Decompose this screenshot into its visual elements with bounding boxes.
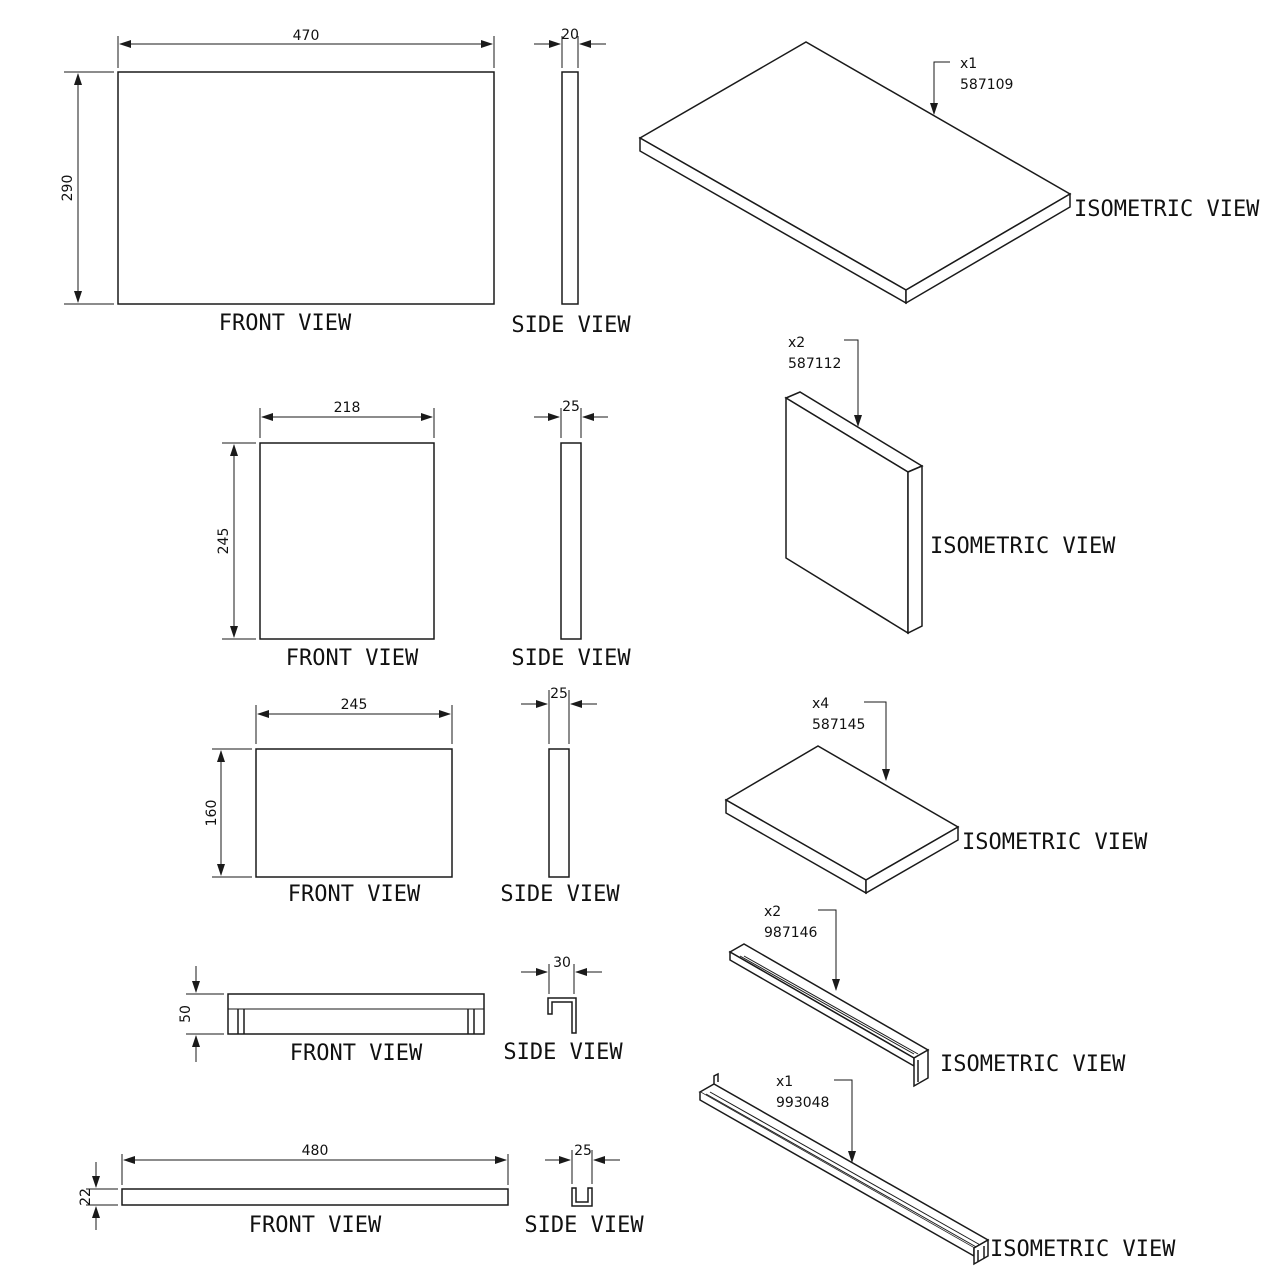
part-1-front-view-label: FRONT VIEW	[219, 311, 352, 336]
part-5-isometric-label: ISOMETRIC VIEW	[990, 1237, 1176, 1262]
part-4-isometric-label: ISOMETRIC VIEW	[940, 1052, 1126, 1077]
part-4-height-dimension: 50	[178, 1005, 194, 1023]
part-3-front-view-label: FRONT VIEW	[288, 882, 421, 907]
part-5-thickness-dimension: 25	[574, 1143, 592, 1159]
part-1-width-dimension: 470	[293, 28, 320, 44]
part-1-isometric-label: ISOMETRIC VIEW	[1074, 197, 1260, 222]
part-5-front-view-label: FRONT VIEW	[249, 1213, 382, 1238]
part-2: 218 245 FRONT VIEW 25 SIDE VIEW x2 58711…	[216, 335, 1116, 671]
part-4-front-view-label: FRONT VIEW	[290, 1041, 423, 1066]
part-3-side-view-label: SIDE VIEW	[500, 882, 620, 907]
part-2-side-view-shape	[560, 442, 582, 640]
part-1-side-view-shape	[561, 71, 579, 305]
part-1-side-view-label: SIDE VIEW	[511, 313, 631, 338]
part-1-quantity: x1	[960, 56, 977, 72]
part-4-front-view-shape	[227, 993, 485, 1035]
part-2-quantity: x2	[788, 335, 805, 351]
part-4-quantity: x2	[764, 904, 781, 920]
part-5: 480 22 FRONT VIEW 25 SIDE VIEW x1 993048…	[78, 1072, 1176, 1266]
part-3-part-number: 587145	[812, 717, 865, 733]
part-3-height-dimension: 160	[204, 800, 220, 827]
part-1-part-number: 587109	[960, 77, 1013, 93]
part-5-height-dimension: 22	[78, 1188, 94, 1206]
part-3-front-view-shape	[255, 748, 453, 878]
part-3-isometric-label: ISOMETRIC VIEW	[962, 830, 1148, 855]
part-2-thickness-dimension: 25	[562, 399, 580, 415]
part-1: 470 290 FRONT VIEW 20 SIDE VIEW x1 58710…	[60, 27, 1260, 338]
part-5-quantity: x1	[776, 1074, 793, 1090]
part-4: 50 FRONT VIEW 30 SIDE VIEW x2 987146 ISO…	[178, 904, 1126, 1088]
part-2-front-view-label: FRONT VIEW	[286, 646, 419, 671]
part-3-side-view-shape	[548, 748, 570, 878]
part-3-thickness-dimension: 25	[550, 686, 568, 702]
part-2-front-view-shape	[259, 442, 435, 640]
part-2-width-dimension: 218	[334, 400, 361, 416]
part-4-thickness-dimension: 30	[553, 955, 571, 971]
part-2-isometric-label: ISOMETRIC VIEW	[930, 534, 1116, 559]
part-2-height-dimension: 245	[216, 528, 232, 555]
part-1-thickness-dimension: 20	[561, 27, 579, 43]
part-1-front-view-shape	[117, 71, 495, 305]
part-4-side-view-label: SIDE VIEW	[503, 1040, 623, 1065]
part-3-quantity: x4	[812, 696, 829, 712]
part-1-height-dimension: 290	[60, 175, 76, 202]
part-5-side-view-label: SIDE VIEW	[524, 1213, 644, 1238]
part-5-width-dimension: 480	[302, 1143, 329, 1159]
part-4-part-number: 987146	[764, 925, 818, 941]
part-5-front-view-shape	[121, 1188, 509, 1206]
part-2-side-view-label: SIDE VIEW	[511, 646, 631, 671]
part-5-part-number: 993048	[776, 1095, 829, 1111]
part-2-part-number: 587112	[788, 356, 841, 372]
part-3: 245 160 FRONT VIEW 25 SIDE VIEW x4 58714…	[204, 686, 1148, 907]
part-5-side-view-shape	[571, 1187, 593, 1207]
part-3-width-dimension: 245	[341, 697, 368, 713]
part-4-side-view-shape	[547, 997, 577, 1034]
